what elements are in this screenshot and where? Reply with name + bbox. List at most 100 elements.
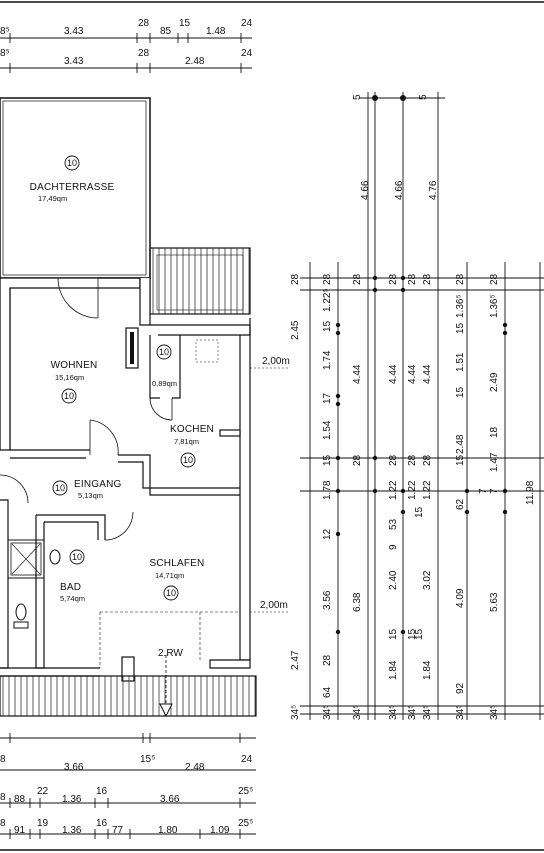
- dim-label: 1.36: [62, 794, 82, 805]
- dim-label: 15: [414, 628, 425, 640]
- dim-label: 1.47: [489, 452, 500, 472]
- dim-label: 1.51: [455, 352, 466, 372]
- room-small: 10 0,89qm: [152, 344, 177, 388]
- dim-label: 4.76: [428, 180, 439, 200]
- room-tag: 10: [183, 455, 193, 465]
- dim-label: 8⁵: [0, 48, 10, 59]
- plan-walls: [0, 97, 290, 718]
- dim-label: 24: [241, 18, 253, 29]
- dim-label: 2.48: [455, 434, 466, 454]
- dim-label: 9: [388, 544, 399, 550]
- room-tag: 10: [67, 158, 77, 168]
- room-schlafen: SCHLAFEN 14,71qm 10: [150, 558, 205, 601]
- dim-label: 2.49: [489, 372, 500, 392]
- dim-label: 1.22: [388, 480, 399, 500]
- dim-label: 8: [0, 792, 6, 803]
- room-area: 15,16qm: [55, 373, 84, 382]
- dim-label: 28: [352, 454, 363, 466]
- dim-label: 8: [0, 818, 6, 829]
- room-eingang: 10 EINGANG 5,13qm: [52, 479, 122, 500]
- dim-label: 77: [112, 825, 124, 836]
- room-name: BAD: [60, 582, 81, 593]
- dim-label: 34⁵: [290, 705, 301, 720]
- top-dimension-row1: 8⁵ 3.43 28 85 15 1.48 24: [0, 18, 253, 37]
- dim-label: 28: [322, 273, 333, 285]
- dim-label: 4.44: [352, 364, 363, 384]
- room-name: KOCHEN: [170, 424, 214, 435]
- dim-label: 34⁵: [489, 705, 500, 720]
- dim-label: 28: [322, 654, 333, 666]
- room-area: 7,81qm: [174, 437, 199, 446]
- room-area: 0,89qm: [152, 379, 177, 388]
- dim-label: 1.74: [322, 350, 333, 370]
- room-area: 5,13qm: [78, 491, 103, 500]
- dim-label: 3.43: [64, 26, 84, 37]
- dim-label: 5.63: [489, 592, 500, 612]
- dim-label: 1.54: [322, 420, 333, 440]
- dim-label: 2.45: [290, 320, 301, 340]
- dim-label: 34⁵: [388, 705, 399, 720]
- room-tag: 10: [55, 483, 65, 493]
- dim-label: 2.48: [185, 762, 205, 773]
- dim-label: 92: [455, 682, 466, 694]
- dim-label: 15: [407, 628, 418, 640]
- room-wohnen: WOHNEN 15,16qm 10: [51, 360, 97, 404]
- dim-label: 5: [418, 94, 429, 100]
- dim-label: 4.44: [388, 364, 399, 384]
- dim-label: 24: [241, 754, 253, 765]
- dim-label: 15: [322, 454, 333, 466]
- room-area: 14,71qm: [155, 571, 184, 580]
- room-name: SCHLAFEN: [150, 558, 205, 569]
- room-name: EINGANG: [74, 479, 122, 490]
- dim-label: 28: [138, 48, 150, 59]
- dim-label: 1.09: [210, 825, 230, 836]
- dim-label: 2.47: [290, 650, 301, 670]
- dim-label: 1.48: [206, 26, 226, 37]
- dim-label: 25⁵: [238, 786, 253, 797]
- dim-label: 1.84: [388, 660, 399, 680]
- dim-label: 28: [290, 273, 301, 285]
- bottom-dimension-row1: 8 3.66 15⁵ 2.48 24: [0, 754, 253, 773]
- dim-label: 4.66: [360, 180, 371, 200]
- dim-label: 64: [322, 686, 333, 698]
- dim-label: 15: [388, 628, 399, 640]
- bottom-dimension-row3: 8 91 19 1.36 16 77 1.80 1.09 25⁵: [0, 818, 253, 836]
- dim-label: 15: [414, 506, 425, 518]
- dim-label: 16: [96, 786, 108, 797]
- dim-label: 28: [422, 273, 433, 285]
- dim-label: 1.84: [422, 660, 433, 680]
- top-dimension-row2: 8⁵ 3.43 28 2.48 24: [0, 48, 253, 67]
- dim-label: 1.36⁵: [489, 294, 500, 318]
- balcony-bottom-railing: [0, 675, 257, 717]
- dim-label: 1.78: [322, 480, 333, 500]
- dim-label: 1.22: [422, 480, 433, 500]
- dim-label: 34⁵: [322, 705, 333, 720]
- dim-label: 17: [322, 392, 333, 404]
- dim-label: 18: [489, 426, 500, 438]
- room-area: 5,74qm: [60, 594, 85, 603]
- dim-label: 34⁵: [352, 705, 363, 720]
- room-dachterrasse: 10 DACHTERRASSE 17,49qm: [30, 155, 114, 203]
- dim-label: 15⁵: [140, 754, 155, 765]
- dim-label: 1.22: [407, 480, 418, 500]
- dim-label: 12: [322, 528, 333, 540]
- dim-label: 28: [407, 273, 418, 285]
- dim-label: 7: [478, 488, 489, 494]
- room-tag: 10: [159, 347, 169, 357]
- dim-label: 1.36: [62, 825, 82, 836]
- dim-label: 88: [14, 794, 26, 805]
- dim-label: 7: [489, 488, 500, 494]
- dim-label: 53: [388, 518, 399, 530]
- dim-label: 8: [0, 754, 6, 765]
- dim-label: 8⁵: [0, 26, 10, 37]
- dim-label: 91: [14, 825, 26, 836]
- dim-label: 28: [455, 273, 466, 285]
- dim-label: 4.44: [422, 364, 433, 384]
- dim-label: 28: [407, 454, 418, 466]
- dim-label: 1.36⁵: [455, 294, 466, 318]
- bottom-dimension-lines: [0, 733, 544, 851]
- vertical-dimension-markers: [335, 95, 508, 635]
- dim-label: 34⁵: [455, 705, 466, 720]
- stair-label: 2.RW: [158, 648, 183, 659]
